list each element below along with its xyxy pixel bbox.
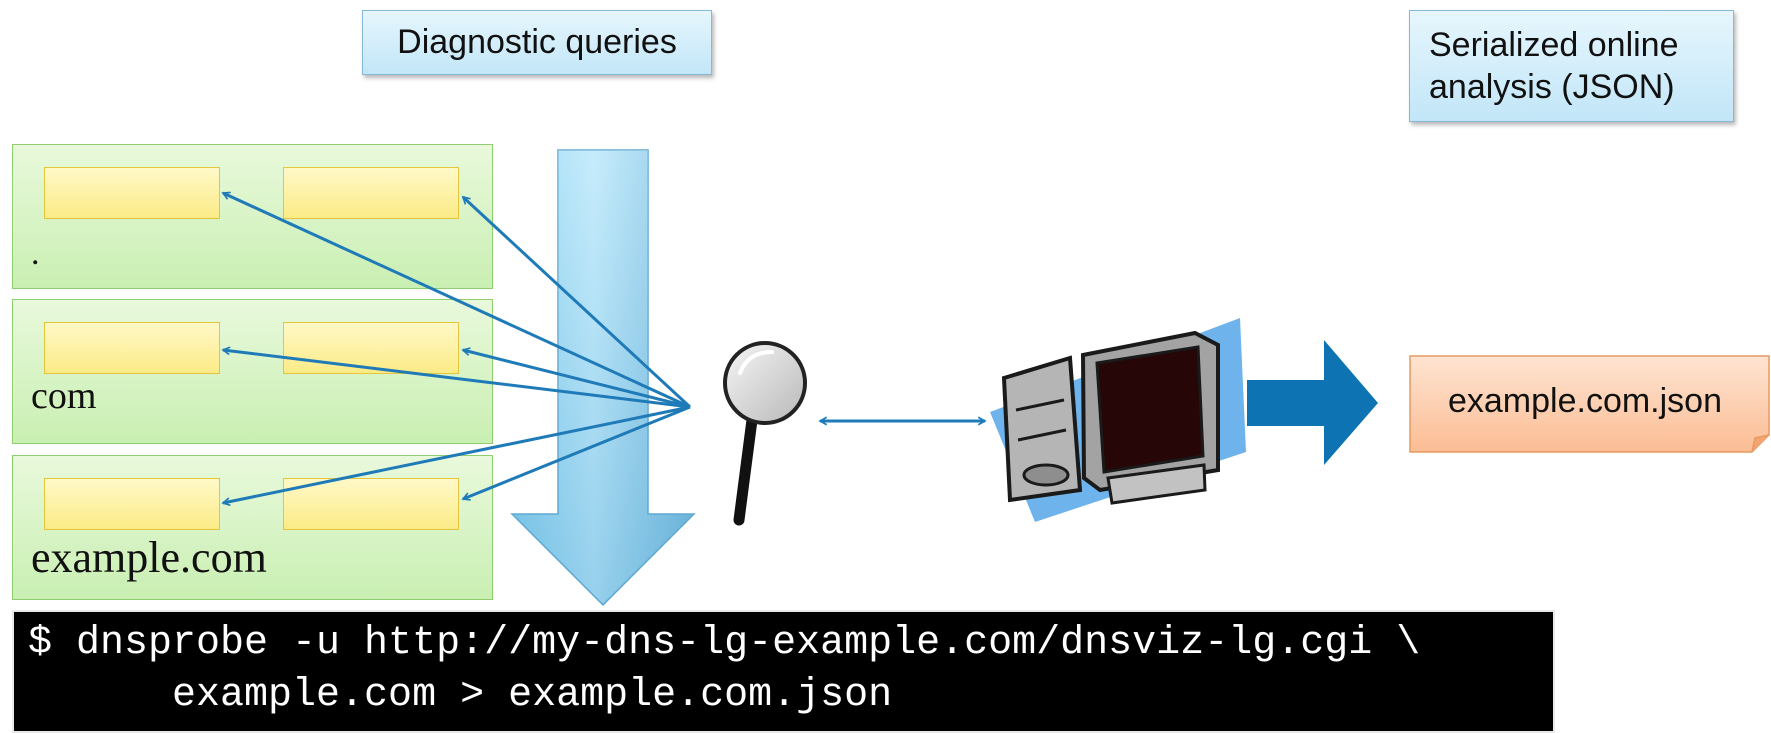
connector-root-1	[223, 193, 691, 409]
root-server-1	[44, 167, 220, 219]
zone-example-com-label: example.com	[31, 533, 267, 582]
connector-example-2	[463, 405, 691, 499]
diagnostic-queries-text: Diagnostic queries	[397, 23, 677, 61]
json-output-label: example.com.json	[1447, 381, 1722, 420]
zone-root: .	[12, 144, 493, 289]
com-server-1	[44, 322, 220, 374]
command-line-2: example.com > example.com.json	[28, 673, 893, 718]
command-line-1: $ dnsprobe -u http://my-dns-lg-example.c…	[28, 621, 1421, 666]
zone-com-label: com	[31, 375, 97, 417]
root-server-2	[283, 167, 459, 219]
down-arrow-icon	[510, 149, 696, 607]
command-terminal: $ dnsprobe -u http://my-dns-lg-example.c…	[12, 610, 1555, 733]
computer-icon	[990, 318, 1246, 522]
zone-root-label: .	[31, 235, 40, 272]
com-server-2	[283, 322, 459, 374]
example-com-server-1	[44, 478, 220, 530]
magnifying-glass-icon	[723, 341, 807, 526]
connector-example-1	[223, 405, 691, 503]
zone-com: com	[12, 299, 493, 444]
right-arrow-icon	[1247, 340, 1378, 465]
serialized-analysis-line1: Serialized online	[1429, 26, 1679, 64]
connector-com-1	[223, 350, 691, 409]
json-output-box	[1409, 355, 1770, 453]
example-com-server-2	[283, 478, 459, 530]
connector-root-2	[463, 197, 692, 409]
zone-example-com: example.com	[12, 455, 493, 600]
connector-com-2	[463, 350, 691, 409]
serialized-analysis-line2: analysis (JSON)	[1429, 68, 1675, 106]
query-connectors	[223, 193, 692, 503]
serialized-analysis-label: Serialized online analysis (JSON)	[1409, 10, 1734, 122]
diagnostic-queries-label: Diagnostic queries	[362, 10, 712, 75]
